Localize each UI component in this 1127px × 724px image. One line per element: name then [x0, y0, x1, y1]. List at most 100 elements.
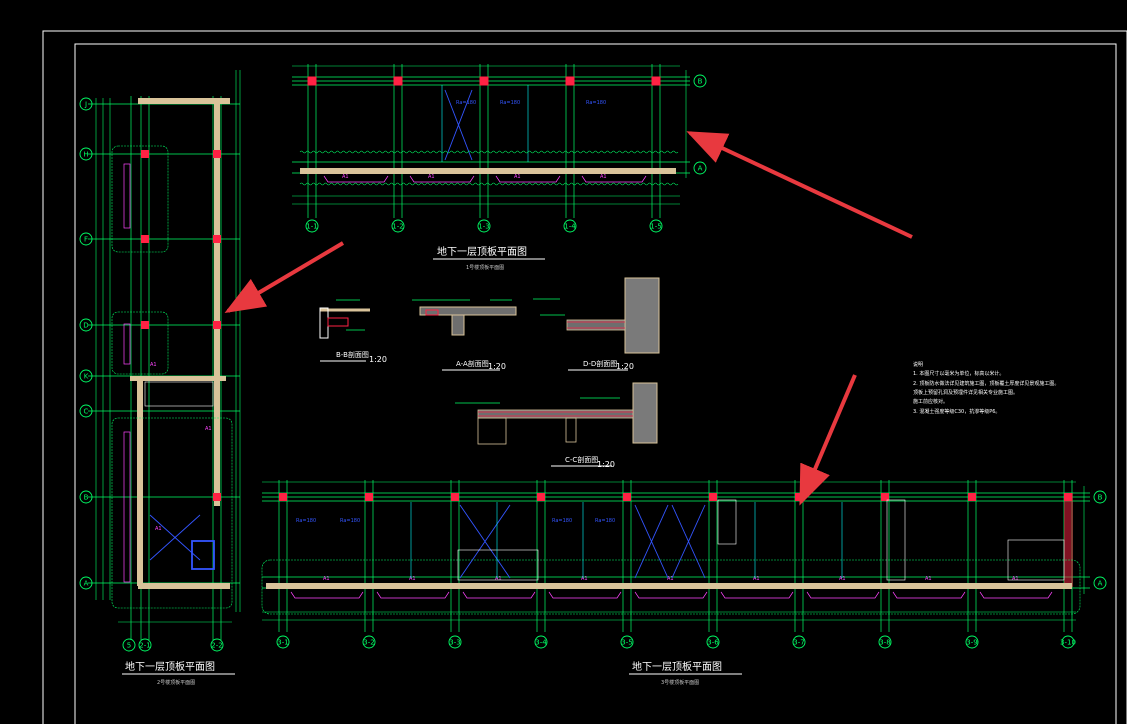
bottom-col-axis-8-label: 3-9: [966, 639, 977, 647]
bottom-blue-label-2: Ra=180: [552, 518, 572, 524]
notes-heading: 说明: [913, 361, 923, 368]
top-plan-subtitle: 1号楼顶板平面图: [466, 264, 504, 271]
top-column-2: [479, 76, 489, 86]
bottom-column-3: [537, 493, 545, 501]
left-column-r-1: [213, 235, 221, 243]
left-shaft-box: [191, 540, 215, 570]
top-blue-label-1: Ra=180: [500, 100, 520, 106]
bottom-slab-label-0: A1: [323, 576, 330, 582]
bottom-blue-label-1: Ra=180: [340, 518, 360, 524]
top-slab-label-2: A1: [514, 174, 521, 180]
section-d-d-name: D-D剖面图: [583, 359, 617, 368]
bottom-detail-bracket-2: [462, 591, 536, 599]
bottom-plan: 3-1A13-2A13-3A13-4A13-5A13-6A13-7A13-8A1…: [261, 480, 1107, 649]
section-b-b-name: B-B剖面图: [336, 350, 369, 359]
bottom-col-axis-6-bubble: [792, 635, 806, 649]
section-a-a-scale: 1:20: [488, 362, 506, 371]
bottom-hatch-x-b-2: [459, 504, 511, 579]
bottom-wavy-outline: [261, 559, 1081, 615]
left-row-axis-1-bubble: [79, 147, 93, 161]
top-col-axis-4-bubble: [649, 219, 663, 233]
bottom-col-axis-0-bubble: [276, 635, 290, 649]
left-plan-title: 地下一层顶板平面图: [125, 660, 215, 673]
left-column-l-1: [141, 235, 149, 243]
top-col-axis-4-label: 1-5: [650, 223, 661, 231]
bottom-detail-bracket-0: [290, 591, 364, 599]
bottom-detail-bracket-8: [979, 591, 1053, 599]
top-slab-label-3: A1: [600, 174, 607, 180]
bottom-col-axis-6-label: 3-7: [793, 639, 804, 647]
top-plan-title: 地下一层顶板平面图: [437, 245, 527, 258]
section-c-c: C-C剖面图 1:20: [455, 382, 658, 469]
top-blue-label-0: Ra=180: [456, 100, 476, 106]
left-row-axis-7-label: A: [84, 580, 89, 588]
left-wall-bottom: [138, 583, 230, 589]
bottom-col-axis-7-bubble: [878, 635, 892, 649]
bottom-row-axis-b-bubble: [1093, 490, 1107, 504]
left-room-box: [144, 381, 214, 407]
top-col-axis-2-bubble: [477, 219, 491, 233]
top-col-axis-1-label: 1-2: [392, 223, 403, 231]
left-column-l-0: [141, 150, 149, 158]
bottom-slab-label-2: A1: [495, 576, 502, 582]
bottom-column-5: [709, 493, 717, 501]
left-detail-strip-3: [123, 431, 131, 583]
left-wall-mid: [130, 376, 226, 381]
bottom-column-1: [365, 493, 373, 501]
bottom-row-axis-b-label: B: [1098, 494, 1103, 502]
left-row-axis-6-label: B: [84, 494, 89, 502]
left-wavy-box-2: [111, 311, 169, 375]
bottom-col-axis-5-bubble: [706, 635, 720, 649]
bottom-column-6: [795, 493, 803, 501]
bottom-col-axis-5-label: 3-6: [707, 639, 719, 647]
section-b-b: B-B剖面图 1:20: [319, 299, 387, 364]
top-col-axis-3-bubble: [563, 219, 577, 233]
bottom-col-axis-0-label: 3-1: [277, 639, 288, 647]
left-row-axis-2-bubble: [79, 232, 93, 246]
top-col-axis-0-bubble: [305, 219, 319, 233]
bottom-slab-label-7: A1: [925, 576, 932, 582]
bottom-slab-label-3: A1: [581, 576, 588, 582]
bottom-room-box-2: [886, 499, 906, 581]
notes-line-2: 2. 顶板防水做法详见建筑施工图，顶板覆土厚度详见景观施工图。: [913, 380, 1059, 387]
section-d-d-scale: 1:20: [616, 362, 634, 371]
section-b-b-scale: 1:20: [369, 355, 387, 364]
outer-sheet-border: [42, 30, 1127, 724]
left-hatch-x-b: [149, 514, 201, 561]
annotation-arrow-top-right: [686, 131, 913, 239]
section-a-a-name: A-A剖面图: [456, 359, 489, 368]
bottom-end-column: [1064, 493, 1073, 587]
annotation-arrow-bottom: [799, 374, 857, 506]
section-c-c-name: C-C剖面图: [565, 455, 598, 464]
left-wavy-box-3: [111, 417, 233, 609]
left-row-axis-4-bubble: [79, 369, 93, 383]
left-col-axis-1-bubble: [138, 638, 152, 652]
annotation-arrow-left: [224, 241, 345, 314]
top-column-1: [393, 76, 403, 86]
bottom-detail-bracket-1: [376, 591, 450, 599]
bottom-col-axis-7-label: 3-8: [879, 639, 890, 647]
left-row-axis-7-bubble: [79, 576, 93, 590]
left-wavy-box-1: [111, 145, 169, 253]
bottom-detail-bracket-7: [892, 591, 966, 599]
bottom-col-axis-8-bubble: [965, 635, 979, 649]
left-row-axis-3-bubble: [79, 318, 93, 332]
left-slab-label-0: A1: [150, 362, 157, 368]
left-slab-label-2: A1: [155, 526, 162, 532]
left-plan-subtitle: 2号楼顶板平面图: [157, 679, 195, 686]
notes-line-5: 3. 混凝土强度等级C30，抗渗等级P6。: [913, 408, 1000, 415]
top-hatch-x-b: [444, 89, 473, 161]
bottom-wall-band: [266, 583, 1072, 589]
left-col-axis-0-label: 5: [127, 642, 131, 650]
top-col-axis-3-label: 1-4: [564, 223, 576, 231]
left-row-axis-0-bubble: [79, 97, 93, 111]
bottom-col-axis-9-label: 3-10: [1060, 639, 1076, 647]
bottom-detail-bracket-4: [634, 591, 708, 599]
bottom-column-8: [968, 493, 976, 501]
section-d-d: D-D剖面图 1:20: [533, 277, 660, 371]
top-row-axis-b-bubble: [693, 74, 707, 88]
left-slab-label-1: A1: [205, 426, 212, 432]
left-column-l-2: [141, 321, 149, 329]
bottom-col-axis-4-label: 3-5: [621, 639, 632, 647]
